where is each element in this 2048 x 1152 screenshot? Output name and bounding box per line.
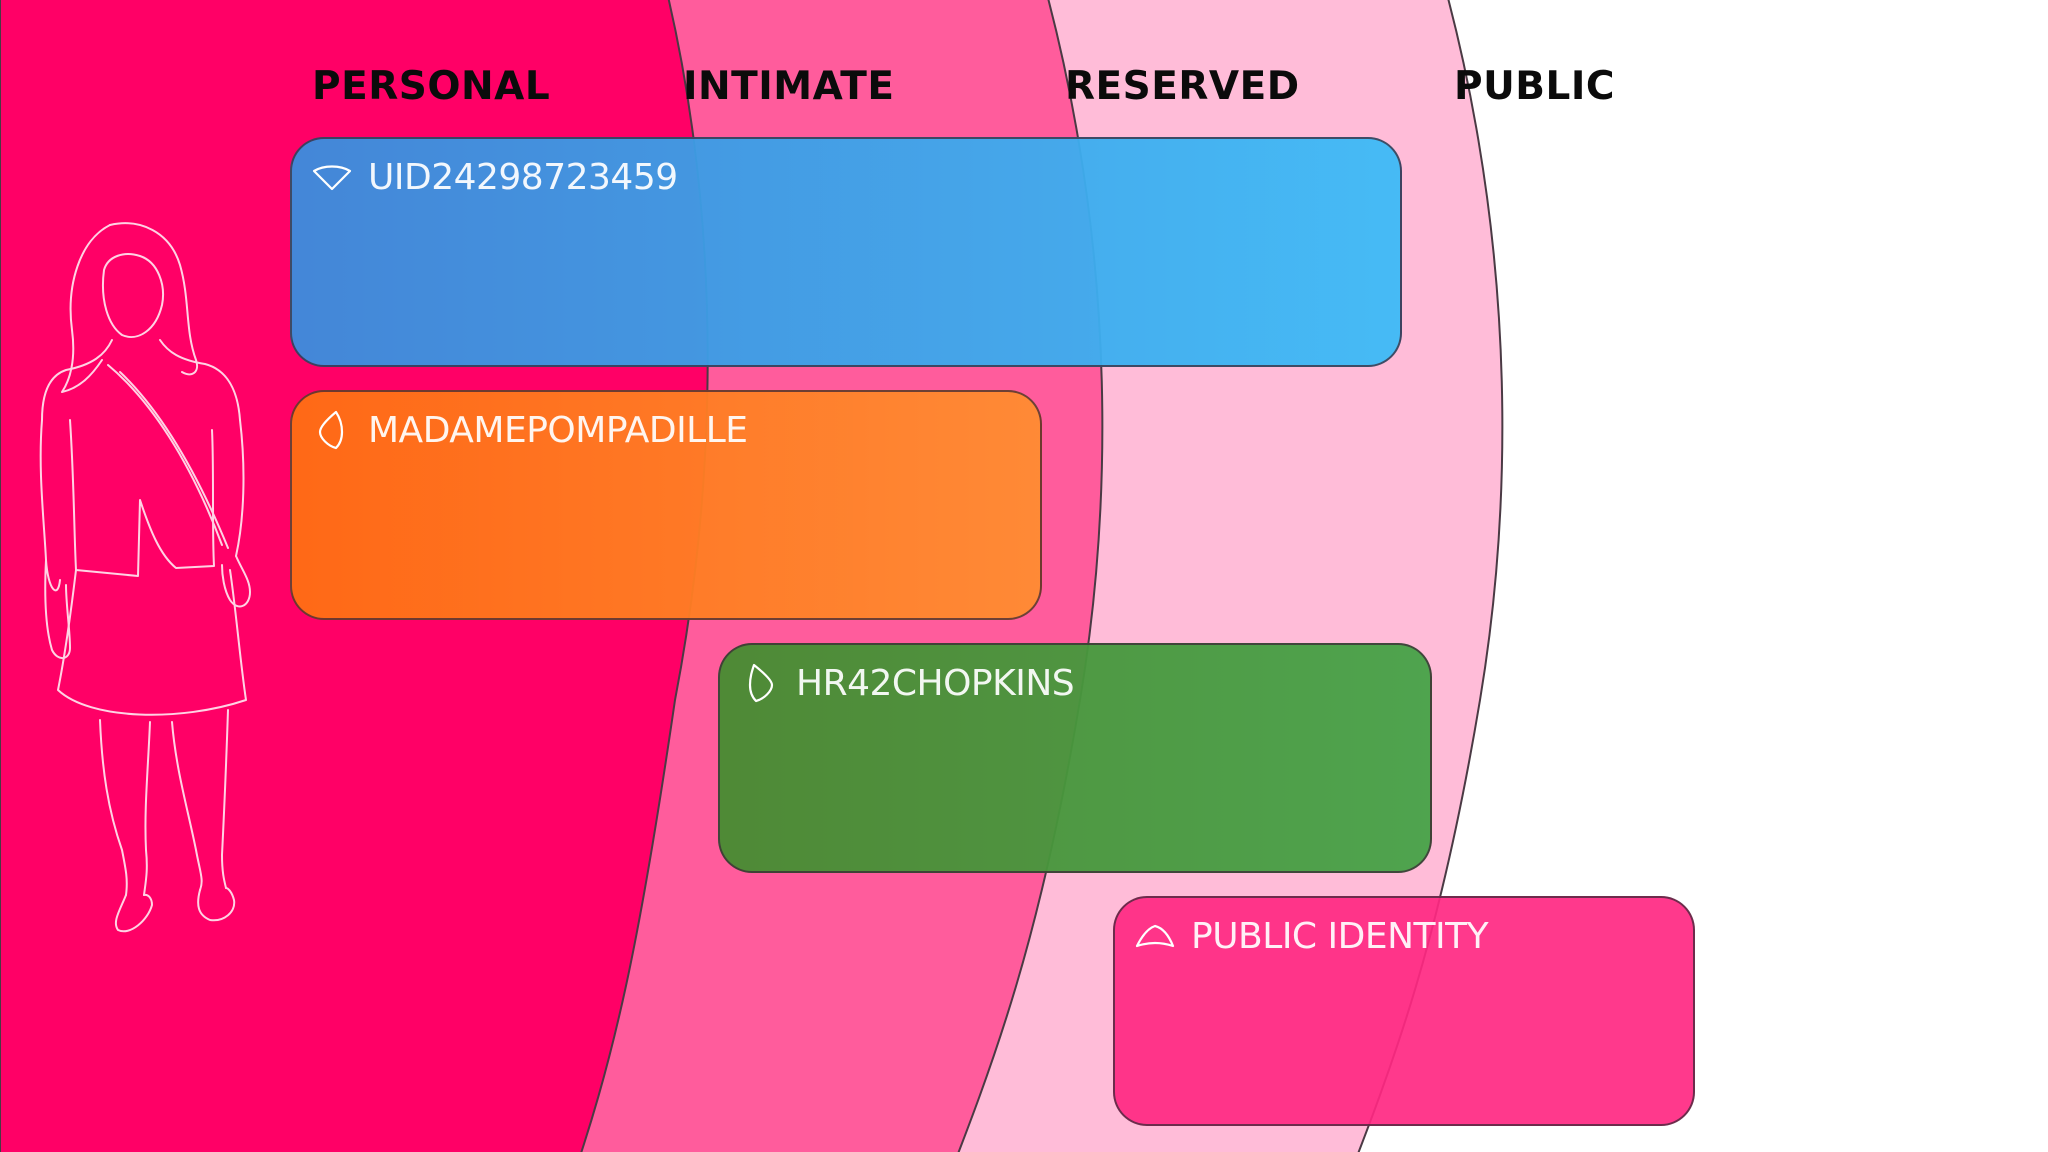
identity-card-hr42-header: HR42CHOPKINS	[738, 659, 1075, 707]
identity-card-uid-header: UID24298723459	[310, 153, 678, 201]
zone-label-personal: PERSONAL	[312, 64, 551, 109]
identity-card-public-label: PUBLIC IDENTITY	[1191, 915, 1489, 957]
identity-card-madame[interactable]: MADAMEPOMPADILLE	[290, 390, 1042, 620]
zone-label-public: PUBLIC	[1454, 64, 1615, 109]
identity-card-hr42[interactable]: HR42CHOPKINS	[718, 643, 1432, 873]
wide-fan-icon	[310, 155, 354, 199]
identity-card-hr42-label: HR42CHOPKINS	[796, 662, 1075, 704]
zone-label-reserved: RESERVED	[1065, 64, 1300, 109]
identity-card-uid-label: UID24298723459	[368, 156, 678, 198]
identity-card-public-header: PUBLIC IDENTITY	[1133, 912, 1489, 960]
identity-card-madame-label: MADAMEPOMPADILLE	[368, 409, 748, 451]
left-drop-icon	[310, 408, 354, 452]
zone-label-intimate: INTIMATE	[683, 64, 895, 109]
identity-card-uid[interactable]: UID24298723459	[290, 137, 1402, 367]
identity-card-public[interactable]: PUBLIC IDENTITY	[1113, 896, 1695, 1126]
right-drop-icon	[738, 661, 782, 705]
half-lens-icon	[1133, 914, 1177, 958]
identity-card-madame-header: MADAMEPOMPADILLE	[310, 406, 748, 454]
